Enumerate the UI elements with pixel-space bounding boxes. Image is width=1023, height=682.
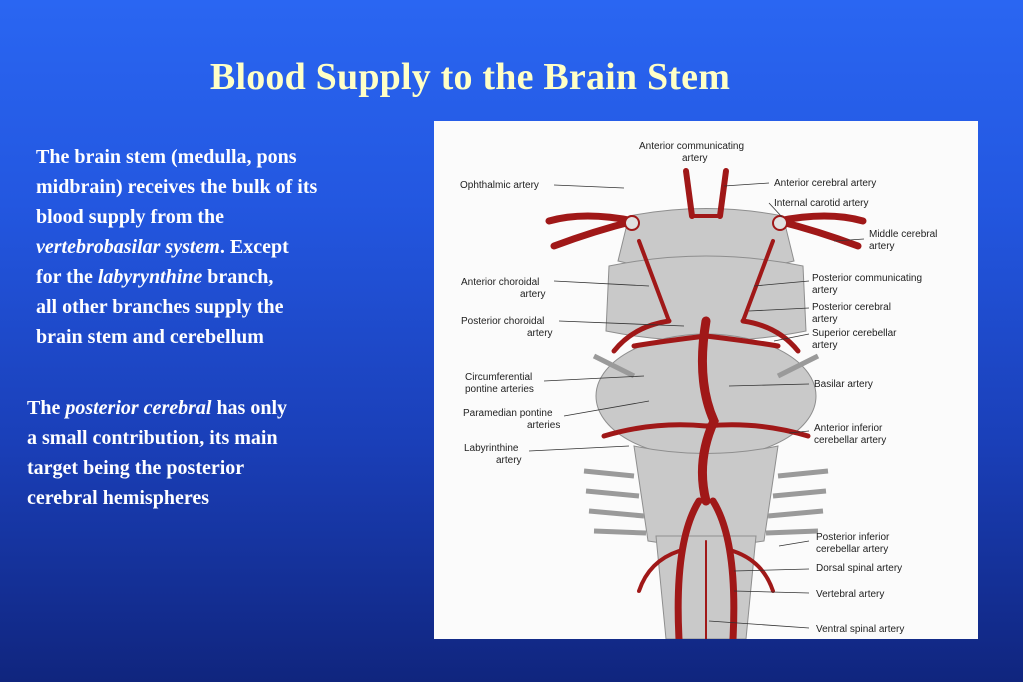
intro-line: blood supply from the bbox=[36, 206, 225, 228]
label-middle-cerebral: Middle cerebral bbox=[869, 229, 937, 240]
intro-line: for the bbox=[36, 266, 98, 288]
intro-term-vertebrobasilar: vertebrobasilar system bbox=[36, 236, 220, 258]
label-labyrinthine: artery bbox=[496, 455, 522, 466]
pc-line: The bbox=[27, 397, 66, 419]
label-basilar: Basilar artery bbox=[814, 379, 873, 390]
intro-line: brain stem and cerebellum bbox=[36, 326, 264, 348]
intro-line: midbrain) receives the bulk of its bbox=[36, 176, 318, 198]
carotid-stumps bbox=[624, 215, 788, 231]
pc-line: a small contribution, its main bbox=[27, 427, 278, 449]
label-ant-inf-cerebellar: Anterior inferior bbox=[814, 423, 883, 434]
intro-line: . Except bbox=[219, 236, 289, 258]
label-ant-cerebral: Anterior cerebral artery bbox=[774, 178, 876, 189]
label-int-carotid: Internal carotid artery bbox=[774, 198, 869, 209]
label-vertebral: Vertebral artery bbox=[816, 589, 884, 600]
label-sup-cerebellar: artery bbox=[812, 340, 838, 351]
label-post-choroidal: artery bbox=[527, 328, 553, 339]
arteries bbox=[545, 168, 867, 639]
diagram-svg: Anterior communicating artery Ophthalmic… bbox=[460, 141, 937, 639]
nerve-roots bbox=[583, 353, 829, 536]
label-paramedian: Paramedian pontine bbox=[463, 408, 553, 419]
label-ant-choroidal: Anterior choroidal bbox=[461, 277, 539, 288]
pc-line: has only bbox=[211, 397, 288, 419]
intro-line: branch, bbox=[202, 266, 274, 288]
label-sup-cerebellar: Superior cerebellar bbox=[812, 328, 897, 339]
label-paramedian: arteries bbox=[527, 420, 560, 431]
label-ant-inf-cerebellar: cerebellar artery bbox=[814, 435, 886, 446]
label-post-communicating: artery bbox=[812, 285, 838, 296]
label-labyrinthine: Labyrinthine bbox=[464, 443, 519, 454]
intro-line: all other branches supply the bbox=[36, 296, 284, 318]
pc-line: target being the posterior bbox=[27, 457, 245, 479]
intro-term-labyrynthine: labyrynthine bbox=[97, 266, 203, 288]
label-ant-communicating: Anterior communicating bbox=[639, 141, 744, 152]
label-ant-choroidal: artery bbox=[520, 289, 546, 300]
pc-line: cerebral hemispheres bbox=[27, 487, 210, 509]
intro-paragraph: The brain stem (medulla, pons midbrain) … bbox=[36, 142, 426, 352]
label-post-inf-cerebellar: Posterior inferior bbox=[816, 532, 890, 543]
brainstem-artery-diagram: Anterior communicating artery Ophthalmic… bbox=[434, 121, 978, 639]
label-dorsal-spinal: Dorsal spinal artery bbox=[816, 563, 902, 574]
label-circumferential: Circumferential bbox=[465, 372, 532, 383]
label-ophthalmic: Ophthalmic artery bbox=[460, 180, 539, 191]
leader-lines bbox=[528, 182, 865, 629]
slide-title: Blood Supply to the Brain Stem bbox=[209, 56, 731, 98]
label-middle-cerebral: artery bbox=[869, 241, 895, 252]
intro-line: The brain stem (medulla, pons bbox=[36, 146, 297, 168]
posterior-cerebral-paragraph: The posterior cerebral has only a small … bbox=[27, 393, 407, 513]
label-ventral-spinal: Ventral spinal artery bbox=[816, 624, 904, 635]
pc-term: posterior cerebral bbox=[65, 397, 212, 419]
label-ant-communicating: artery bbox=[682, 153, 708, 164]
label-post-inf-cerebellar: cerebellar artery bbox=[816, 544, 888, 555]
label-post-communicating: Posterior communicating bbox=[812, 273, 922, 284]
label-post-cerebral: Posterior cerebral bbox=[812, 302, 891, 313]
label-post-cerebral: artery bbox=[812, 314, 838, 325]
label-circumferential: pontine arteries bbox=[465, 384, 534, 395]
label-post-choroidal: Posterior choroidal bbox=[461, 316, 544, 327]
